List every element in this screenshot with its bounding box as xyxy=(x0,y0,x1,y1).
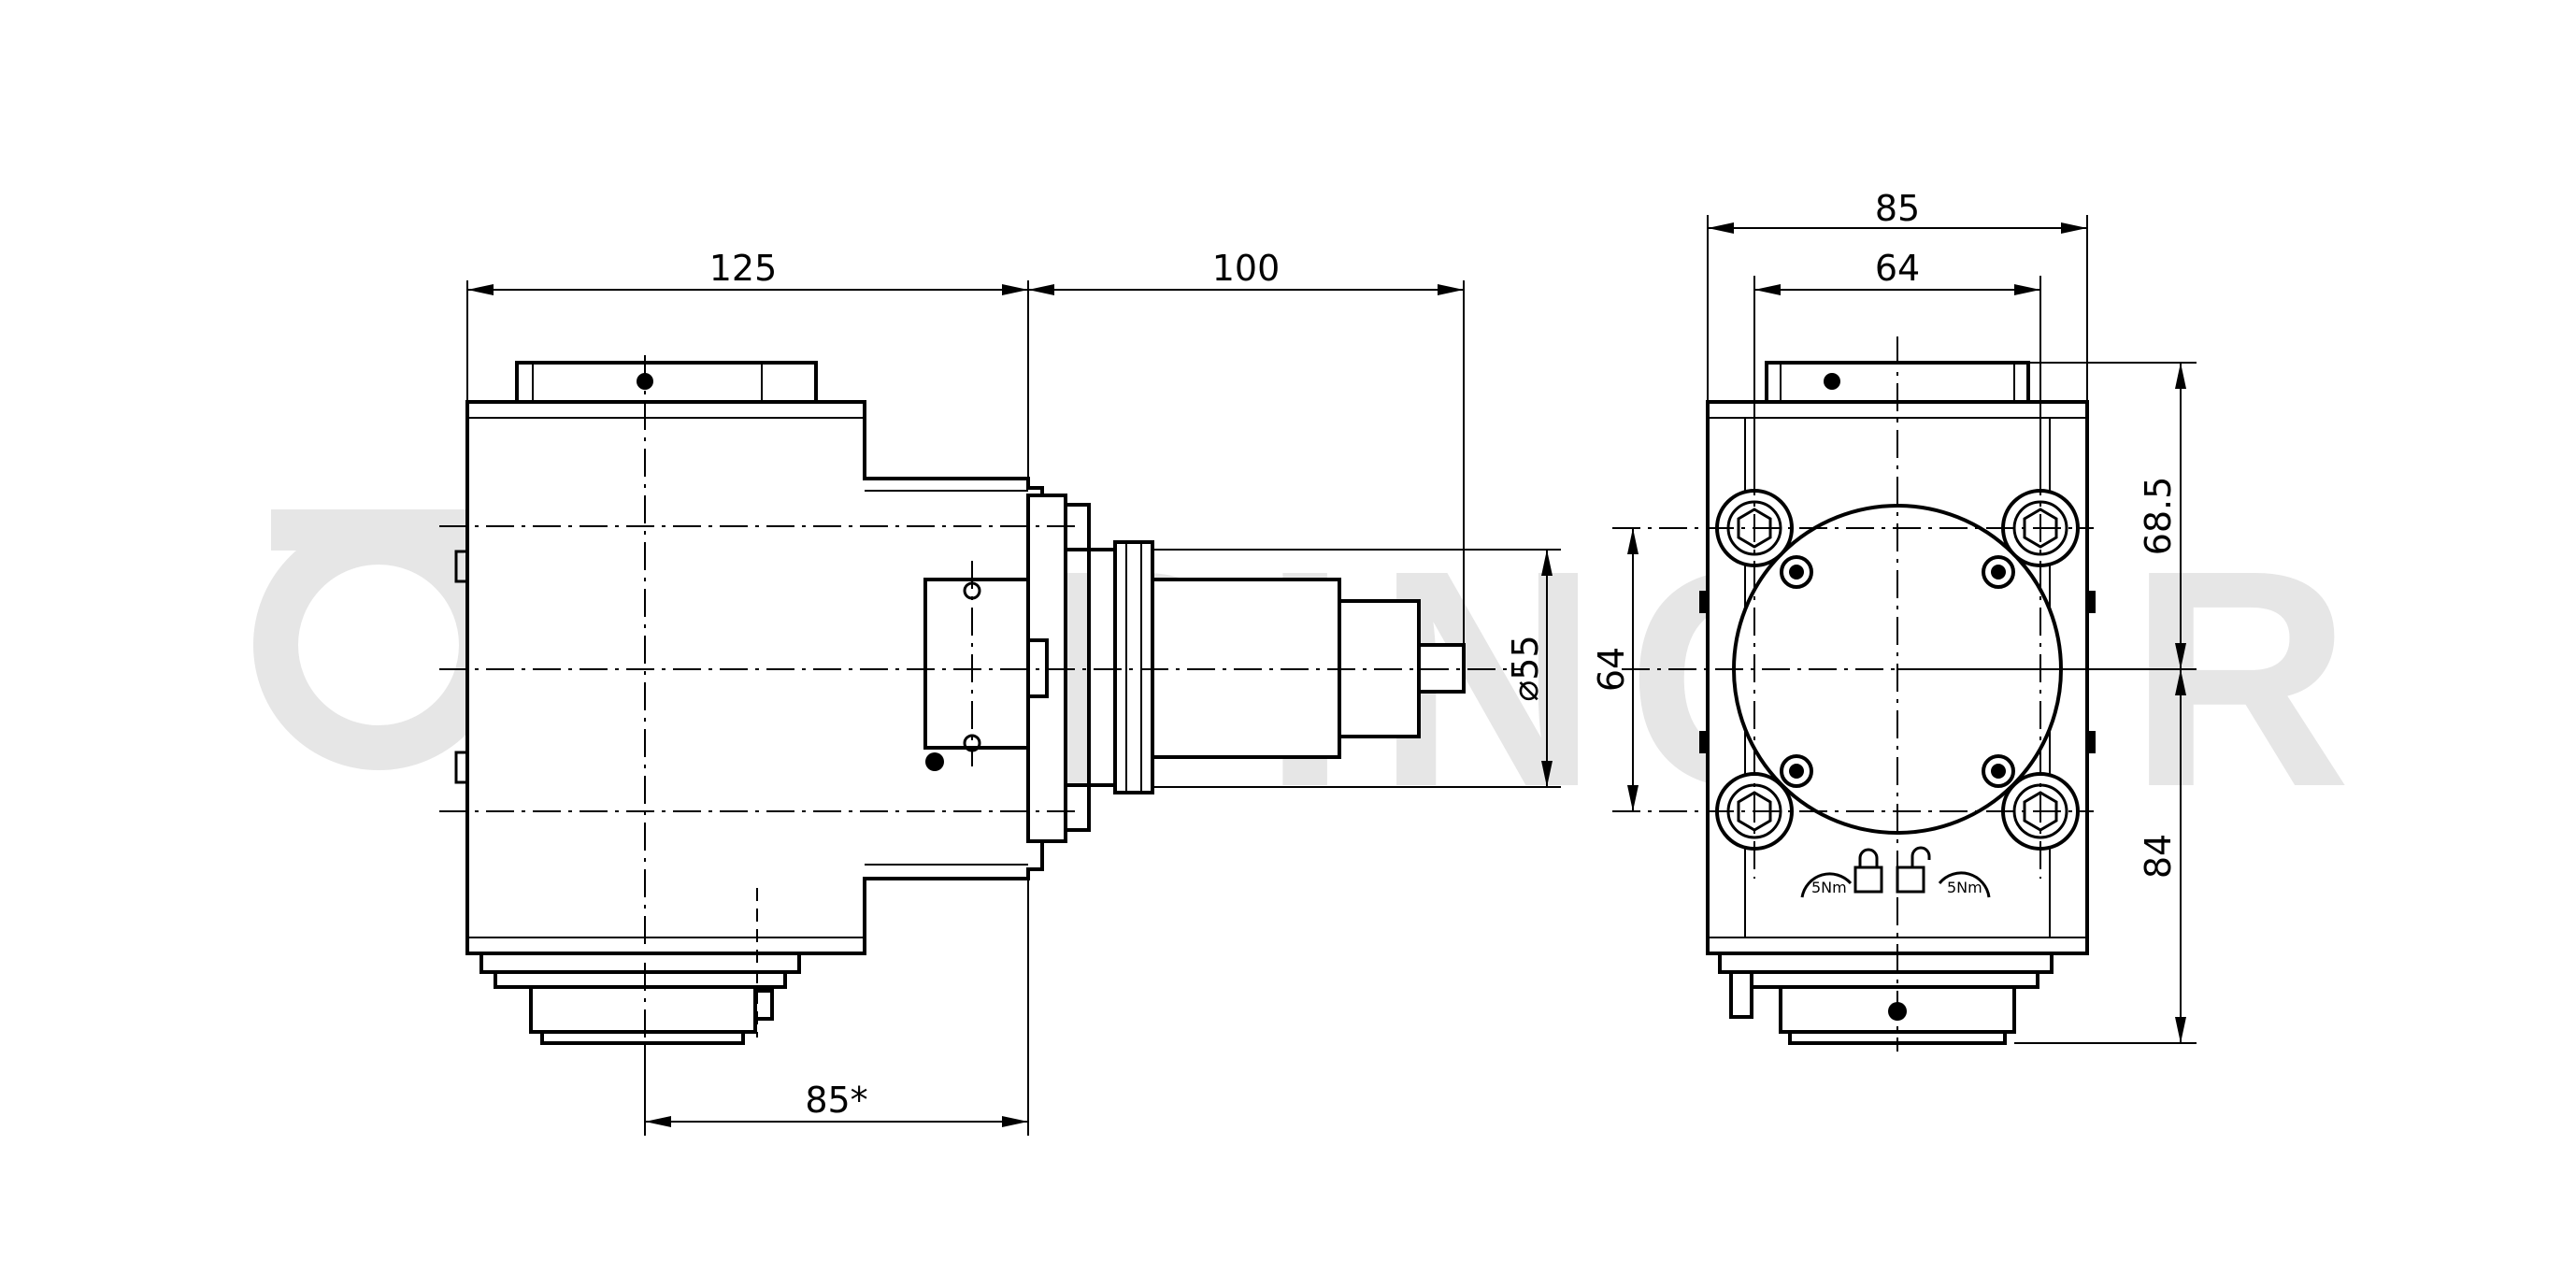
front-top-screw-icon xyxy=(1824,373,1840,390)
dim-side-width: 125 xyxy=(709,248,778,289)
dim-side-bottom-offset: 85* xyxy=(805,1080,867,1121)
dim-front-width: 85 xyxy=(1875,188,1920,229)
side-bottom-drive xyxy=(529,985,757,1034)
dim-side-spindle-length: 100 xyxy=(1212,248,1281,289)
lock-open-icon xyxy=(1896,846,1931,894)
side-bottom-ring xyxy=(479,952,801,974)
dim-front-bolt-spacing: 64 xyxy=(1875,248,1920,289)
dim-side-spindle-diameter: ⌀55 xyxy=(1505,635,1546,701)
dim-front-vertical-bolt-spacing: 64 xyxy=(1591,647,1632,692)
side-housing xyxy=(465,400,1044,955)
side-view: 125 100 ⌀55 85* xyxy=(439,248,1561,1136)
side-adapter-plate xyxy=(923,578,1030,750)
side-spindle-ring xyxy=(1113,540,1154,794)
front-bottom-ring xyxy=(1718,952,2054,974)
front-view: 5Nm 5Nm 85 xyxy=(1591,188,2197,1052)
side-nub-bottom xyxy=(454,751,469,784)
svg-text:5Nm: 5Nm xyxy=(1811,879,1847,896)
dim-front-lower-height: 84 xyxy=(2138,834,2179,879)
side-spindle-nose xyxy=(1338,599,1421,738)
svg-text:5Nm: 5Nm xyxy=(1947,879,1982,896)
lock-closed-icon xyxy=(1853,848,1883,894)
side-spindle-collar xyxy=(1087,548,1117,787)
torque-symbol-left: 5Nm xyxy=(1800,872,1853,898)
torque-symbol-right: 5Nm xyxy=(1938,871,1991,898)
side-top-clamp xyxy=(515,361,818,404)
side-nub-top xyxy=(454,550,469,583)
watermark-logo-icon xyxy=(253,520,504,770)
dim-front-upper-height: 68.5 xyxy=(2138,477,2179,556)
